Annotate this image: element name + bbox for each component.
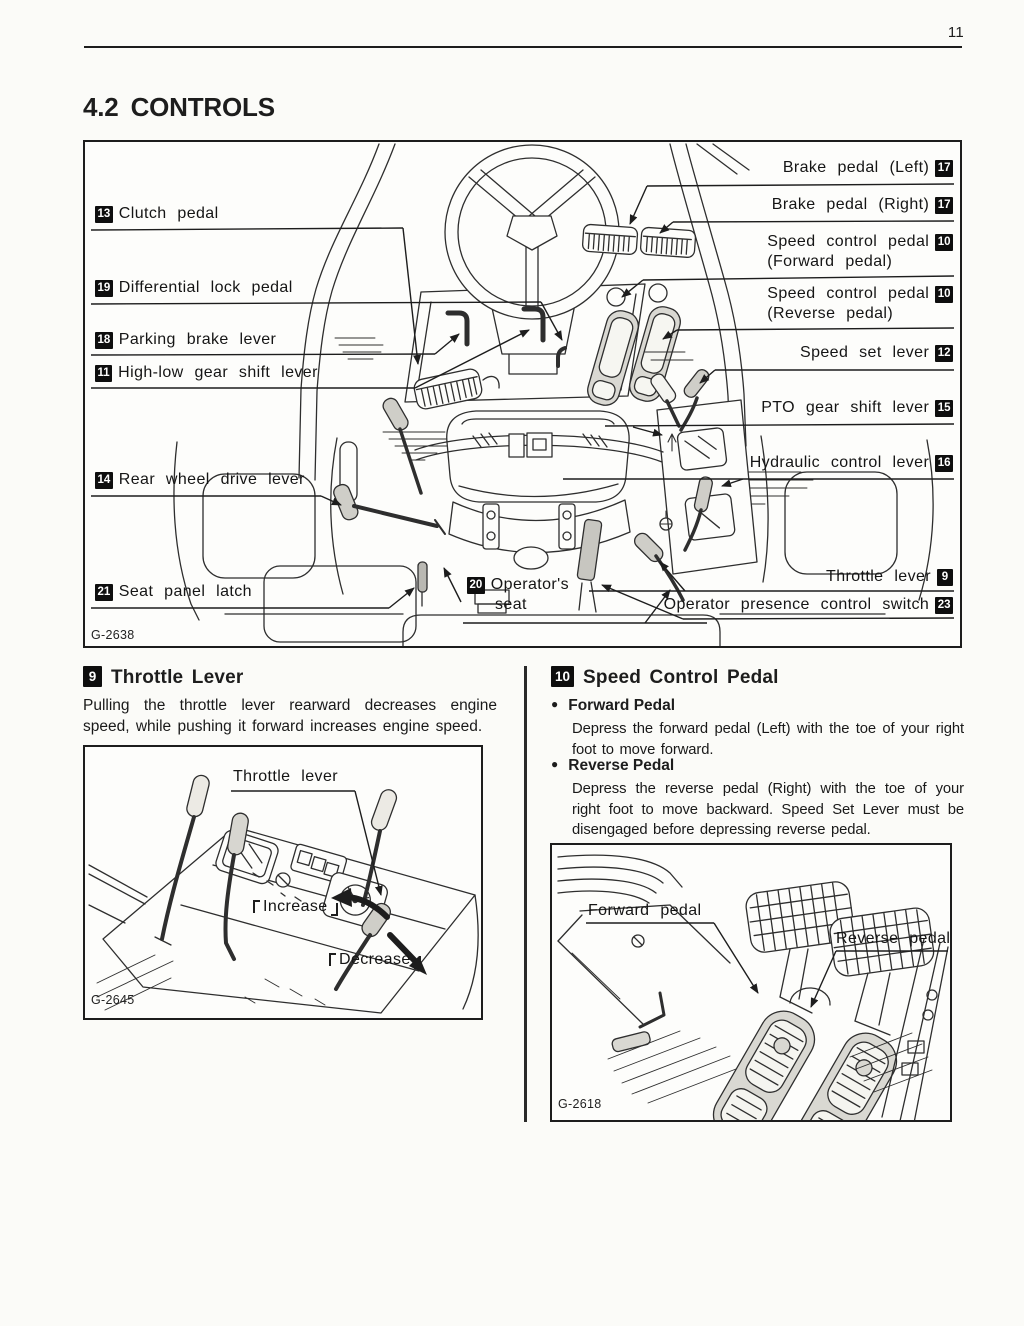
- speed-pedals-illustration: [557, 854, 949, 1120]
- bullet-icon: ●: [551, 757, 559, 771]
- throttle-lever-figure: Throttle lever Increase Decrease G-2645: [83, 745, 483, 1020]
- ref-number-chip: 13: [95, 206, 113, 223]
- ref-number-chip: 9: [937, 569, 953, 586]
- throttle-lever-illustration: [88, 774, 479, 1014]
- ref-number-chip: 10: [935, 286, 953, 303]
- corner-bracket-open-icon: [253, 900, 260, 913]
- figure-id: G-2618: [558, 1097, 602, 1111]
- ref-number-chip: 17: [935, 160, 953, 177]
- throttle-lever-body: Pulling the throttle lever rearward decr…: [83, 697, 497, 735]
- figure-id: G-2638: [91, 628, 135, 642]
- label-reverse-pedal: Reverse pedal: [836, 930, 951, 947]
- ref-number-chip: 21: [95, 584, 113, 601]
- forward-pedal-body: Depress the forward pedal (Left) with th…: [572, 721, 964, 758]
- bullet-icon: ●: [551, 697, 559, 711]
- ref-number-chip: 9: [83, 666, 102, 687]
- figure-id: G-2645: [91, 993, 135, 1007]
- label-throttle-lever-fig: Throttle lever: [233, 768, 338, 785]
- column-divider: [524, 666, 527, 1122]
- reverse-pedal-bullet: ●Reverse Pedal: [551, 757, 675, 774]
- ref-number-chip: 14: [95, 472, 113, 489]
- speed-pedals-figure: Forward pedal Reverse pedal G-2618: [550, 843, 952, 1122]
- corner-bracket-open-icon: [329, 953, 336, 966]
- label-decrease: Decrease: [329, 950, 421, 970]
- label-brake-pedal-right: Brake pedal (Right)17: [772, 195, 953, 215]
- ref-number-chip: 12: [935, 345, 953, 362]
- section-heading: 4.2 CONTROLS: [83, 92, 275, 122]
- label-increase: Increase: [253, 897, 338, 917]
- ref-number-chip: 20: [467, 577, 485, 594]
- forward-pedal-bullet: ●Forward Pedal: [551, 697, 676, 714]
- ref-number-chip: 11: [95, 365, 113, 382]
- header-rule: [84, 46, 962, 48]
- label-brake-pedal-left: Brake pedal (Left)17: [783, 158, 953, 178]
- ref-number-chip: 23: [935, 597, 953, 614]
- tractor-controls-illustration: [90, 143, 955, 646]
- page-number: 11: [947, 24, 964, 41]
- ref-number-chip: 17: [935, 197, 953, 214]
- corner-bracket-close-icon: [413, 956, 421, 969]
- ref-number-chip: 16: [935, 455, 953, 472]
- ref-number-chip: 18: [95, 332, 113, 349]
- ref-number-chip: 10: [935, 234, 953, 251]
- ref-number-chip: 10: [551, 666, 575, 687]
- reverse-pedal-body: Depress the reverse pedal (Right) with t…: [572, 781, 964, 838]
- label-forward-pedal: Forward pedal: [588, 902, 702, 919]
- corner-bracket-close-icon: [330, 903, 338, 916]
- ref-number-chip: 19: [95, 280, 113, 297]
- ref-number-chip: 15: [935, 400, 953, 417]
